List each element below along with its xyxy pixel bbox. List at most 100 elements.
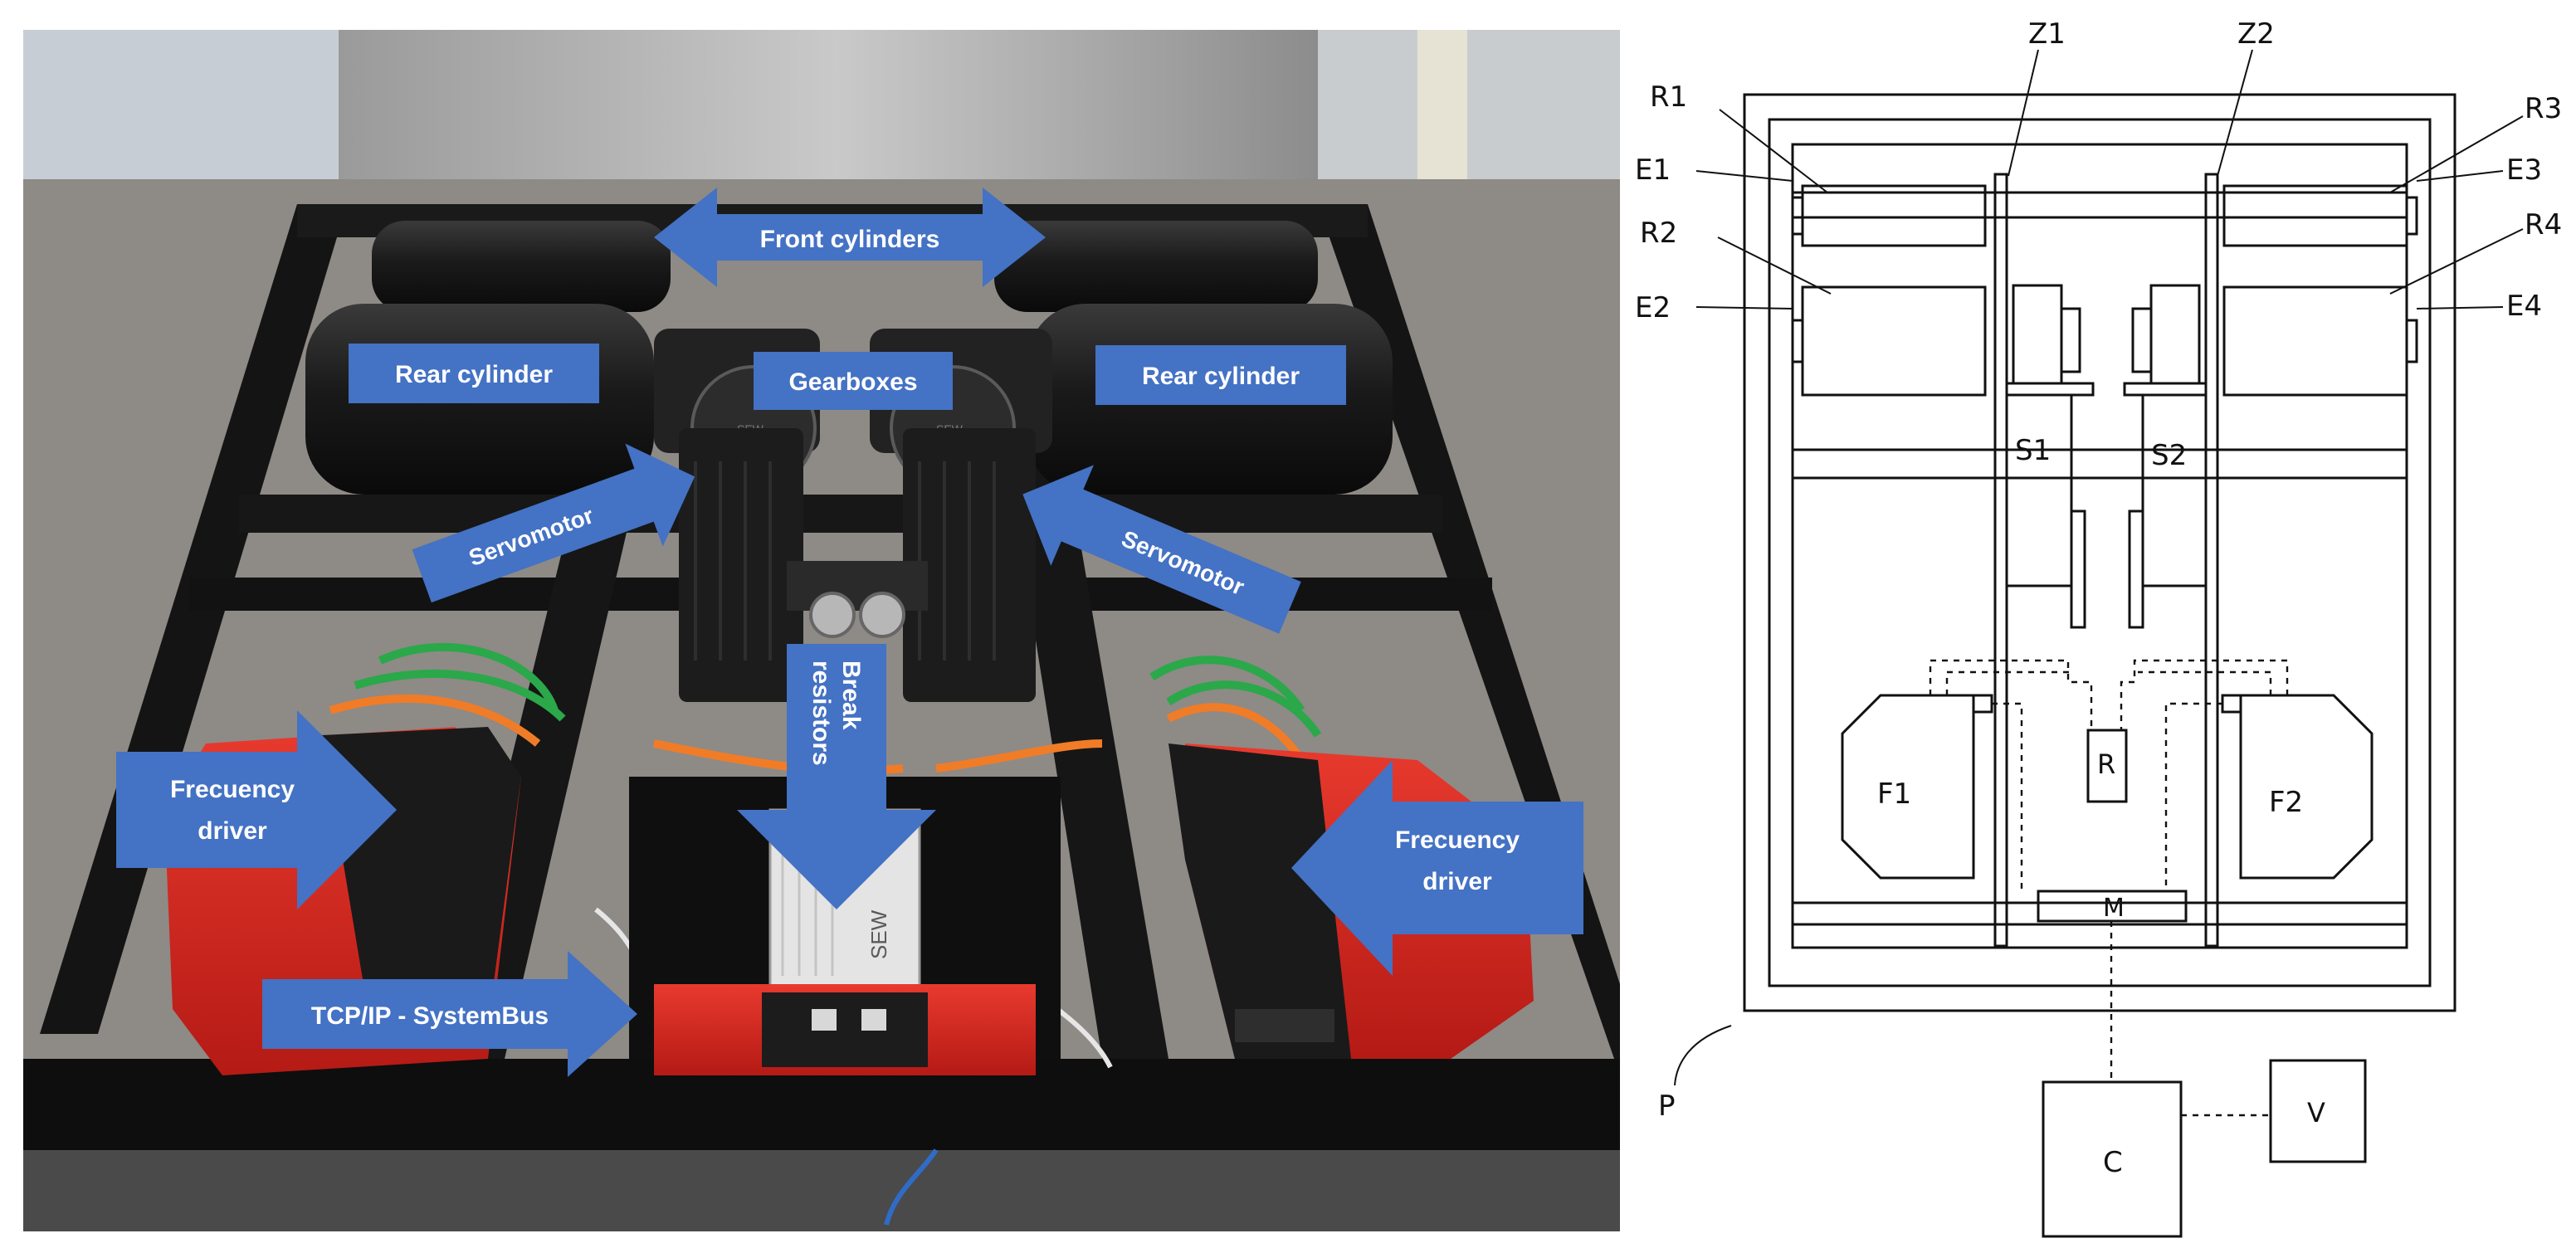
wall-left	[23, 30, 355, 179]
frecuency-driver-left-label-2: driver	[198, 817, 267, 845]
servomotor-left-arrow	[412, 443, 695, 603]
resistor-r	[2086, 729, 2128, 803]
front-cylinder-left	[372, 221, 671, 312]
inner-rail-right	[994, 378, 1168, 1059]
roller-r1	[1801, 184, 1987, 247]
servo-s1	[2005, 393, 2073, 587]
enclosure-inner	[1768, 118, 2432, 987]
break-resistors-label-2: resistors	[807, 661, 835, 766]
wire-f2-m	[2164, 702, 2222, 891]
ethernet-port-2	[861, 1009, 886, 1031]
connector-right	[859, 592, 905, 638]
callout-rear-cylinder-left: Rear cylinder	[349, 344, 599, 403]
leader-e2	[1695, 306, 1793, 310]
gearboxes-box	[754, 352, 953, 410]
gear-s2-shaft	[2131, 307, 2153, 373]
bearing-e1	[1791, 196, 1804, 236]
driver-f2-tab	[2221, 694, 2242, 714]
label-p: P	[1658, 1090, 1676, 1123]
callout-gearboxes: Gearboxes	[754, 352, 953, 410]
connector-left	[809, 592, 856, 638]
label-z2: Z2	[2237, 17, 2275, 51]
frame-cross-rail-1	[239, 495, 1442, 533]
frecuency-driver-left-label-1: Frecuency	[170, 776, 295, 803]
label-v: V	[2307, 1097, 2325, 1129]
test-bench-photo: SEW SEW SEW	[23, 30, 1620, 1231]
label-f1: F1	[1877, 778, 1911, 811]
servomotor-body-left	[679, 428, 803, 702]
gear-s2	[2149, 284, 2201, 385]
callout-front-cylinders: Front cylinders	[654, 188, 1046, 287]
label-e1: E1	[1635, 154, 1671, 187]
rear-cylinder-left-box	[349, 344, 599, 403]
driver-f2	[2239, 694, 2374, 880]
tcpip-systembus-arrow	[262, 951, 637, 1077]
leader-r4	[2389, 228, 2524, 295]
break-resistors-arrow	[737, 644, 936, 909]
wire-f1-m	[1992, 702, 2023, 891]
tcpip-systembus-label: TCP/IP - SystemBus	[311, 1002, 549, 1030]
servomotor-ribs	[694, 461, 996, 661]
leader-e3	[2416, 170, 2504, 182]
label-s2: S2	[2151, 439, 2187, 472]
leader-r3	[2389, 115, 2524, 193]
gearboxes-label: Gearboxes	[788, 368, 917, 396]
leader-r1	[1719, 109, 1828, 193]
bearing-e4	[2405, 319, 2418, 363]
servomotor-right-arrow	[1022, 465, 1301, 634]
leader-z1	[2008, 49, 2039, 177]
front-cylinders-arrow	[654, 188, 1046, 287]
viewer-v	[2269, 1059, 2367, 1163]
bearing-e2	[1791, 319, 1804, 363]
servo-s2-cap	[2123, 382, 2208, 397]
leader-z2	[2217, 49, 2253, 177]
frecuency-driver-right-label-1: Frecuency	[1395, 826, 1520, 854]
schematic-drawing: Z1 Z2 R1 E1 R2 E2 R3 E3 R4 E4 S1 S2 F1 F…	[1627, 0, 2576, 1248]
frecuency-driver-right-label-2: driver	[1422, 868, 1492, 895]
bearing-e3	[2405, 196, 2418, 236]
connector-block	[787, 561, 928, 611]
callout-frecuency-driver-left: Frecuency driver	[116, 710, 397, 909]
wire-driver-f2	[2120, 659, 2289, 730]
servo-s2	[2141, 393, 2208, 587]
front-cylinders-label: Front cylinders	[760, 226, 940, 253]
callout-rear-cylinder-right: Rear cylinder	[1095, 345, 1346, 405]
frecuency-driver-right-arrow	[1291, 760, 1583, 976]
leader-p	[1674, 1025, 1732, 1086]
leader-e1	[1695, 170, 1793, 182]
label-e4: E4	[2506, 290, 2542, 323]
frame-outline	[1791, 143, 2408, 949]
break-resistors-label-1: Break	[837, 661, 865, 730]
label-r3: R3	[2525, 92, 2562, 125]
wire-driver-f1	[1929, 659, 2093, 730]
gear-s1-shaft	[2060, 307, 2081, 373]
stub-s2	[2128, 509, 2144, 629]
photo-illustration: SEW SEW SEW	[23, 30, 1620, 1231]
label-r2: R2	[1640, 217, 1677, 250]
enclosure-outer	[1743, 93, 2456, 1012]
callout-frecuency-driver-right: Frecuency driver	[1291, 760, 1583, 976]
driver-terminals	[1235, 1009, 1334, 1042]
rear-cylinder-right-label: Rear cylinder	[1142, 363, 1300, 390]
label-m: M	[2103, 894, 2125, 923]
schematic-svg: Z1 Z2 R1 E1 R2 E2 R3 E3 R4 E4 S1 S2 F1 F…	[1635, 17, 2562, 1238]
ethernet-port-1	[812, 1009, 837, 1031]
label-r4: R4	[2525, 208, 2562, 241]
front-cylinder-right	[994, 221, 1318, 312]
tcpip-module-panel	[762, 992, 928, 1067]
label-s1: S1	[2015, 434, 2051, 467]
stub-s1	[2070, 509, 2086, 629]
label-f2: F2	[2269, 786, 2303, 819]
callout-tcpip-systembus: TCP/IP - SystemBus	[262, 951, 637, 1077]
leader-e4	[2416, 306, 2504, 310]
green-cables	[354, 642, 1322, 738]
leader-r2	[1717, 236, 1832, 295]
frecuency-driver-left-arrow	[116, 710, 397, 909]
roller-r2	[1801, 285, 1987, 397]
driver-f1-tab	[1972, 694, 1993, 714]
roller-r3	[2222, 184, 2408, 247]
label-c: C	[2103, 1146, 2123, 1179]
label-r1: R1	[1650, 80, 1687, 114]
wall-right	[1318, 30, 1620, 196]
label-z1: Z1	[2028, 17, 2066, 51]
